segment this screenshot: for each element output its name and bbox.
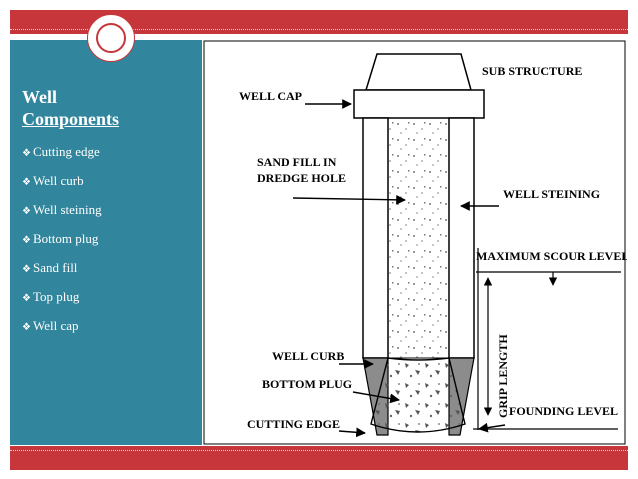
diamond-bullet-icon: ❖ bbox=[22, 148, 31, 159]
list-item: ❖Bottom plug bbox=[22, 231, 102, 260]
diamond-bullet-icon: ❖ bbox=[22, 322, 31, 333]
well-curb-label: WELL CURB bbox=[272, 349, 344, 363]
sub-structure-label: SUB STRUCTURE bbox=[482, 64, 582, 78]
diamond-bullet-icon: ❖ bbox=[22, 264, 31, 275]
well-cap-shape bbox=[353, 89, 485, 119]
bottom-plug-shape bbox=[370, 357, 466, 433]
bottom-plug-arrow bbox=[352, 391, 400, 404]
sub-structure-shape bbox=[364, 53, 472, 91]
slide-emblem bbox=[87, 14, 135, 62]
diamond-bullet-icon: ❖ bbox=[22, 177, 31, 188]
well-cap-label: WELL CAP bbox=[239, 89, 302, 103]
title-line-1: Well bbox=[22, 87, 57, 107]
diamond-bullet-icon: ❖ bbox=[22, 235, 31, 246]
list-item: ❖Well curb bbox=[22, 173, 102, 202]
list-item: ❖Top plug bbox=[22, 289, 102, 318]
left-steining-wall bbox=[362, 117, 389, 359]
sand-fill-shape bbox=[387, 117, 450, 359]
slide-title: Well Components bbox=[22, 86, 119, 130]
bottom-plug-label: BOTTOM PLUG bbox=[262, 377, 352, 391]
diamond-bullet-icon: ❖ bbox=[22, 293, 31, 304]
grip-length-label: GRIP LENGTH bbox=[496, 334, 510, 418]
left-panel bbox=[10, 40, 202, 445]
sand-fill-label-line-1: SAND FILL IN bbox=[257, 155, 337, 169]
bottom-decorative-band bbox=[10, 446, 628, 470]
founding-level-arrow bbox=[478, 422, 506, 433]
maximum-scour-level-label: MAXIMUM SCOUR LEVEL bbox=[476, 249, 627, 263]
cutting-edge-label: CUTTING EDGE bbox=[247, 417, 340, 431]
well-steining-label: WELL STEINING bbox=[503, 187, 600, 201]
list-item: ❖Well cap bbox=[22, 318, 102, 347]
list-item: ❖Cutting edge bbox=[22, 144, 102, 173]
cutting-edge-arrow bbox=[338, 427, 366, 438]
right-steining-wall bbox=[448, 117, 475, 359]
title-line-2: Components bbox=[22, 109, 120, 129]
founding-level-label: FOUNDING LEVEL bbox=[509, 404, 618, 418]
component-list: ❖Cutting edge ❖Well curb ❖Well steining … bbox=[22, 144, 102, 347]
well-diagram: SUB STRUCTURE WELL CAP SAND FILL IN DRED… bbox=[203, 40, 627, 445]
diamond-bullet-icon: ❖ bbox=[22, 206, 31, 217]
sand-fill-label-line-2: DREDGE HOLE bbox=[257, 171, 346, 185]
list-item: ❖Sand fill bbox=[22, 260, 102, 289]
sand-fill-arrow bbox=[292, 194, 406, 205]
list-item: ❖Well steining bbox=[22, 202, 102, 231]
